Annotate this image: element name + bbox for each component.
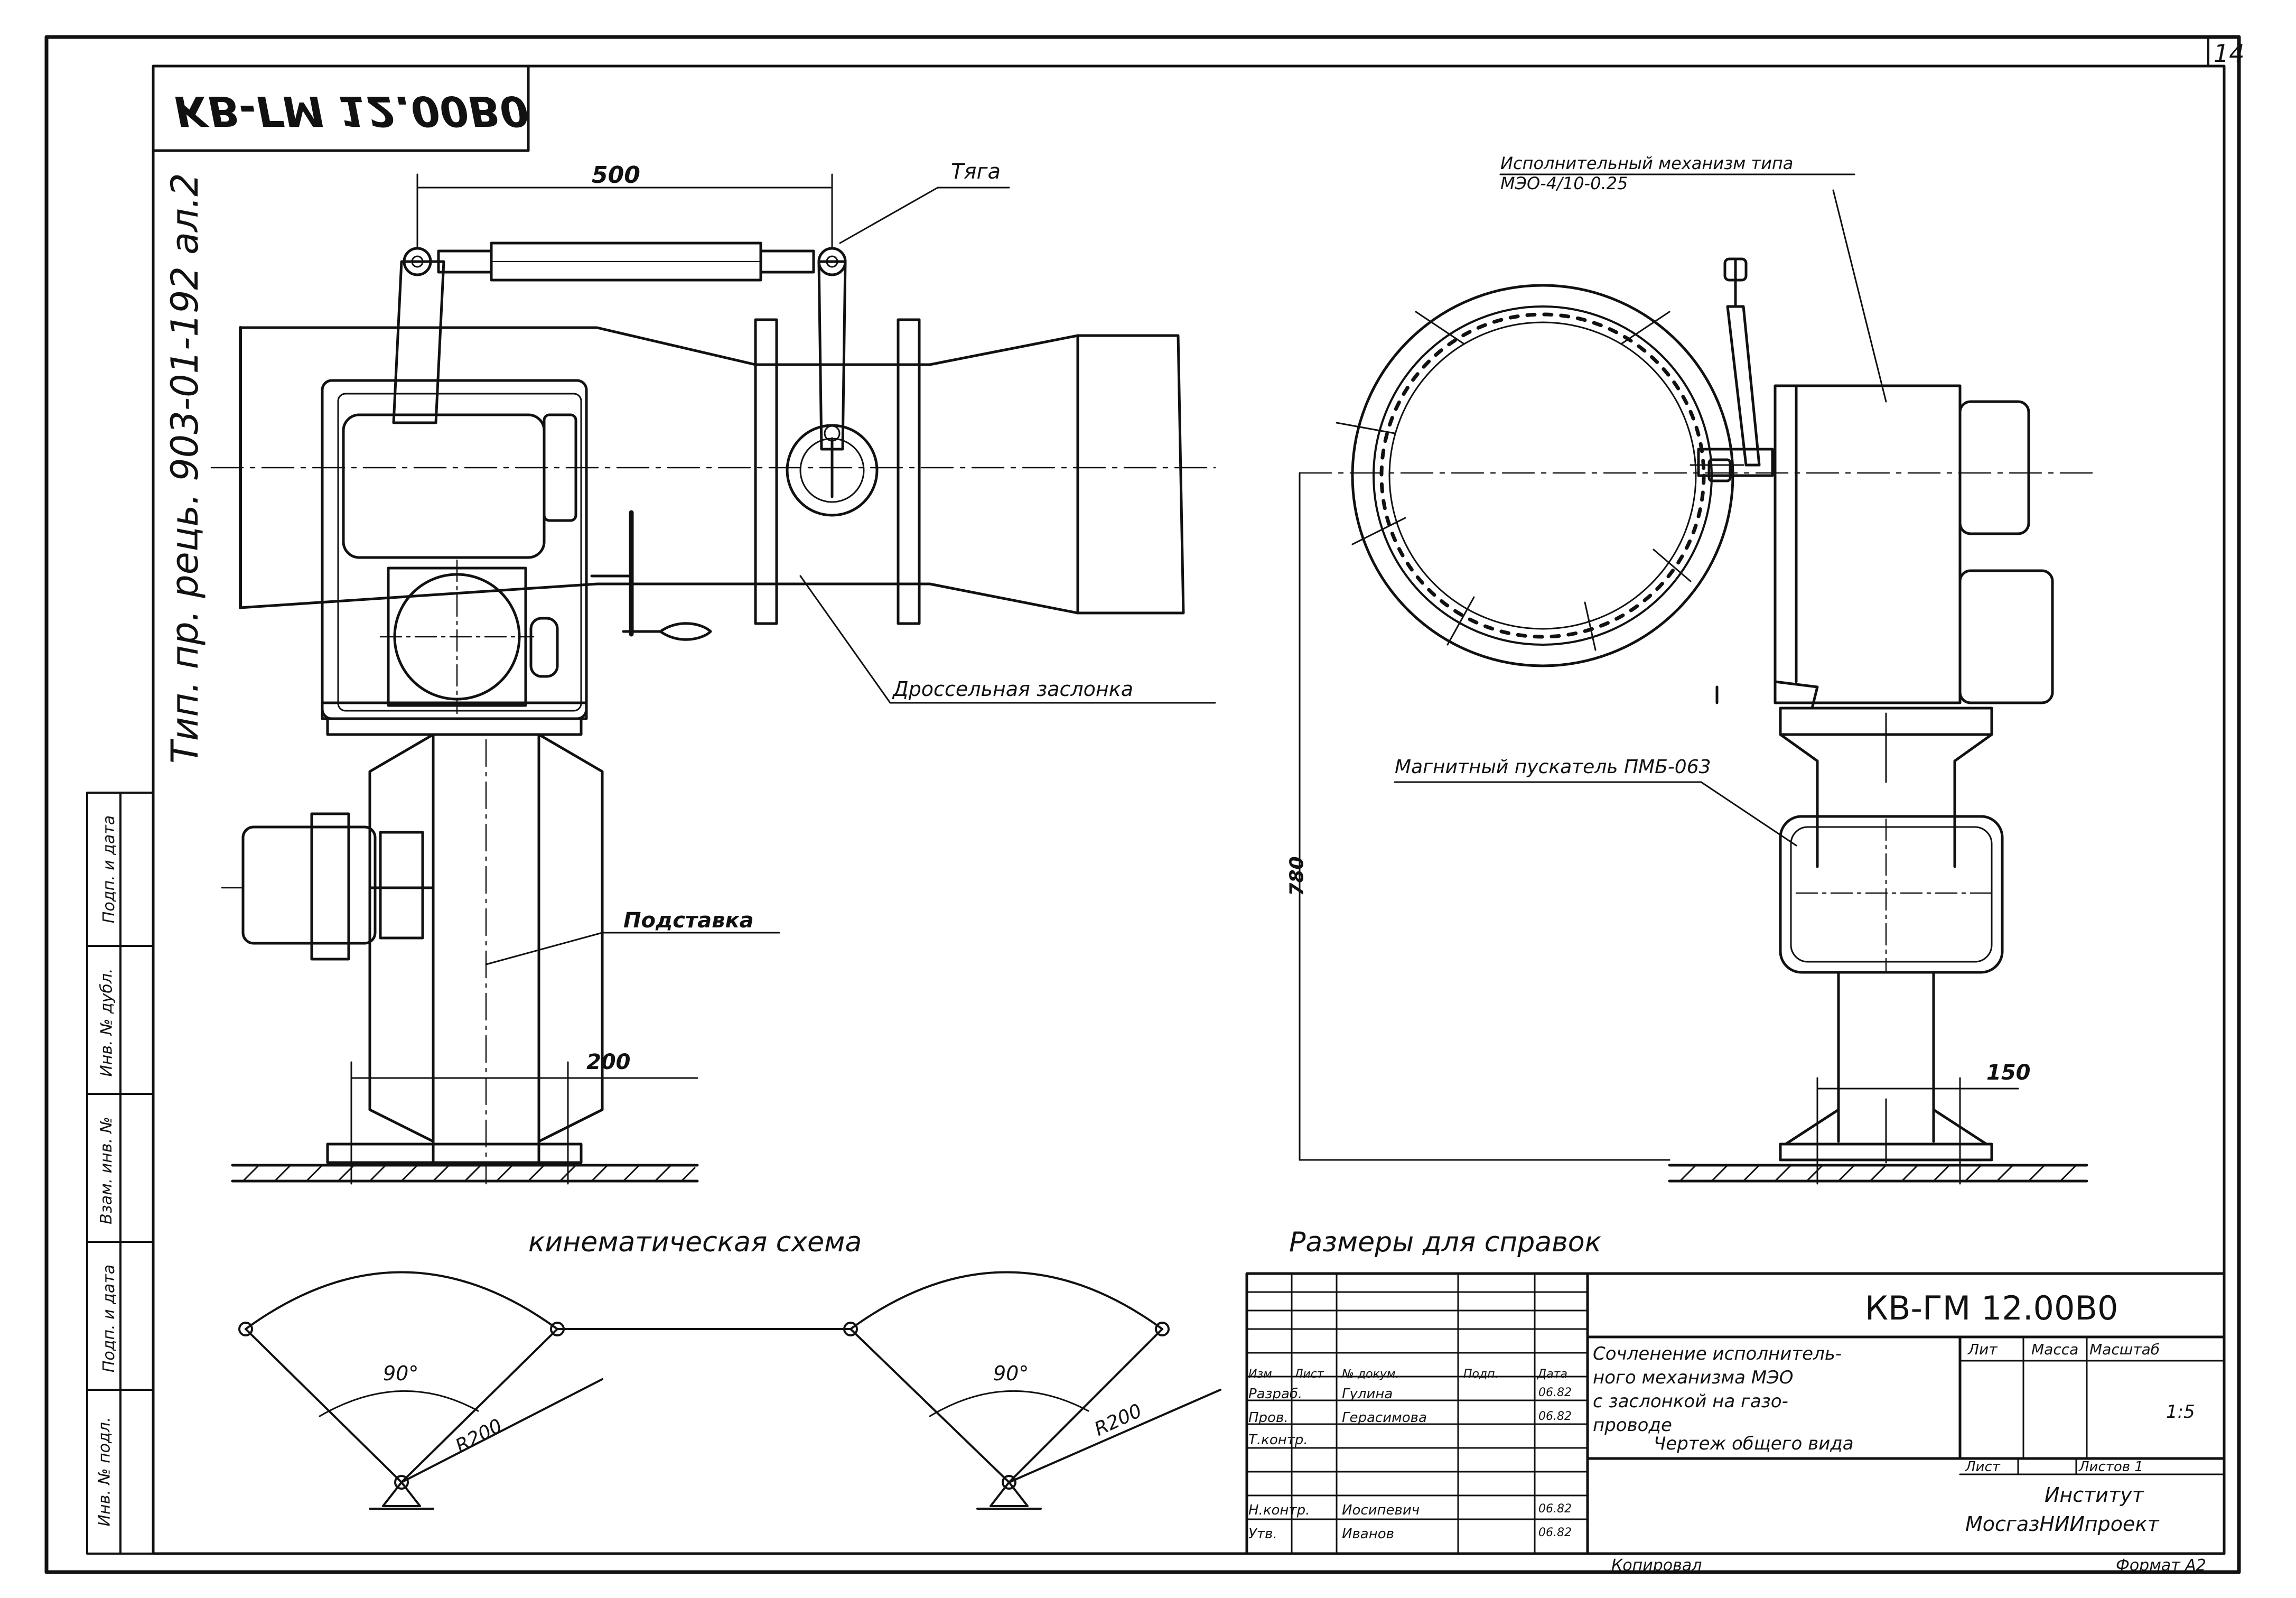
- kinematic-title: кинематическая схема: [528, 1227, 862, 1258]
- col-lit: Лит: [1968, 1341, 1998, 1358]
- header-list: Лист: [1294, 1368, 1324, 1381]
- sheets-label: Листов 1: [2079, 1459, 2143, 1475]
- col-mass: Масса: [2031, 1341, 2079, 1358]
- left-strip-label-3: Взам. инв. №: [97, 1117, 116, 1224]
- title-block-signatures-grid: [1246, 1272, 1589, 1555]
- title-code: КВ-ГМ 12.00В0: [1865, 1289, 2118, 1327]
- row-role-6: Утв.: [1248, 1526, 1277, 1542]
- left-strip-label-5: Подп. и дата: [100, 815, 119, 924]
- callout-starter: Магнитный пускатель ПМБ-063: [1395, 756, 1711, 778]
- code-box: [152, 64, 530, 152]
- row-name-2: Герасимова: [1342, 1410, 1427, 1426]
- left-strip: [86, 792, 154, 1555]
- title-subtitle: Чертеж общего вида: [1654, 1433, 1854, 1454]
- row-date-5: 06.82: [1538, 1502, 1572, 1516]
- callout-throttle-valve: Дроссельная заслонка: [893, 677, 1133, 701]
- header-doc: № докум.: [1342, 1368, 1399, 1381]
- row-role-1: Разраб.: [1248, 1386, 1303, 1402]
- dim-150-label: 150: [1986, 1061, 2031, 1085]
- title-description-4: проводе: [1593, 1415, 1672, 1436]
- col-scale: Масштаб: [2089, 1341, 2160, 1358]
- angle-right: 90°: [993, 1362, 1029, 1385]
- left-strip-label-1: Инв. № подл.: [95, 1417, 114, 1527]
- leaders-right: [1394, 173, 1887, 847]
- row-date-6: 06.82: [1538, 1526, 1572, 1539]
- scale-value: 1:5: [2166, 1401, 2195, 1423]
- reference-title: Размеры для справок: [1289, 1227, 1602, 1258]
- callout-stand: Подставка: [623, 908, 754, 933]
- sheet-frame: [44, 35, 2241, 1574]
- drawing-code-mirrored: КВ-ГМ 12.00В0: [174, 87, 529, 134]
- row-role-5: Н.контр.: [1248, 1502, 1310, 1518]
- title-description-1: Сочленение исполнитель-: [1593, 1343, 1842, 1364]
- kinematic-left: [238, 1271, 603, 1510]
- callout-actuator: Исполнительный механизм типа МЭО-4/10-0.…: [1500, 153, 1794, 194]
- title-block-grid: [1245, 1272, 2226, 1555]
- row-role-3: Т.контр.: [1248, 1432, 1308, 1448]
- header-izm: Изм: [1248, 1368, 1272, 1381]
- dim-200-label: 200: [586, 1050, 631, 1074]
- row-name-6: Иванов: [1342, 1526, 1394, 1542]
- row-name-5: Иосипевич: [1342, 1502, 1420, 1518]
- org-line-1: Институт: [2045, 1483, 2144, 1507]
- dim-500-label: 500: [592, 162, 640, 189]
- title-description-3: с заслонкой на газо-: [1593, 1391, 1788, 1412]
- angle-left: 90°: [383, 1362, 419, 1385]
- dim-780: [1299, 472, 1670, 1161]
- leaders-left: [485, 187, 1216, 965]
- copied-by: Копировал: [1611, 1556, 1702, 1575]
- org-line-2: МосгазНИИпроект: [1965, 1512, 2159, 1536]
- row-date-1: 06.82: [1538, 1386, 1572, 1399]
- sheet-number: 14: [2214, 39, 2245, 68]
- callout-tie-rod: Тяга: [951, 160, 1001, 184]
- row-role-2: Пров.: [1248, 1410, 1289, 1426]
- header-date: Дата: [1537, 1368, 1567, 1381]
- left-strip-label-2: Подп. и дата: [100, 1264, 119, 1373]
- title-description-2: ного механизма МЭО: [1593, 1367, 1794, 1388]
- dim-780-label: 780: [1286, 856, 1308, 896]
- right-view: [1299, 257, 2093, 1185]
- format-label: Формат А2: [2116, 1556, 2206, 1575]
- left-strip-label-4: Инв. № дубл.: [97, 968, 116, 1077]
- sheet-label: Лист: [1965, 1459, 2000, 1475]
- kinematic-right: [843, 1271, 1221, 1510]
- header-sign: Подп.: [1463, 1368, 1499, 1381]
- row-date-2: 06.82: [1538, 1410, 1572, 1423]
- left-view: [210, 241, 1216, 1185]
- dim-500: [416, 173, 833, 249]
- side-stamp: Тип. пр. рець. 903-01-192 ал.2: [163, 173, 207, 764]
- row-name-1: Гулина: [1342, 1386, 1393, 1402]
